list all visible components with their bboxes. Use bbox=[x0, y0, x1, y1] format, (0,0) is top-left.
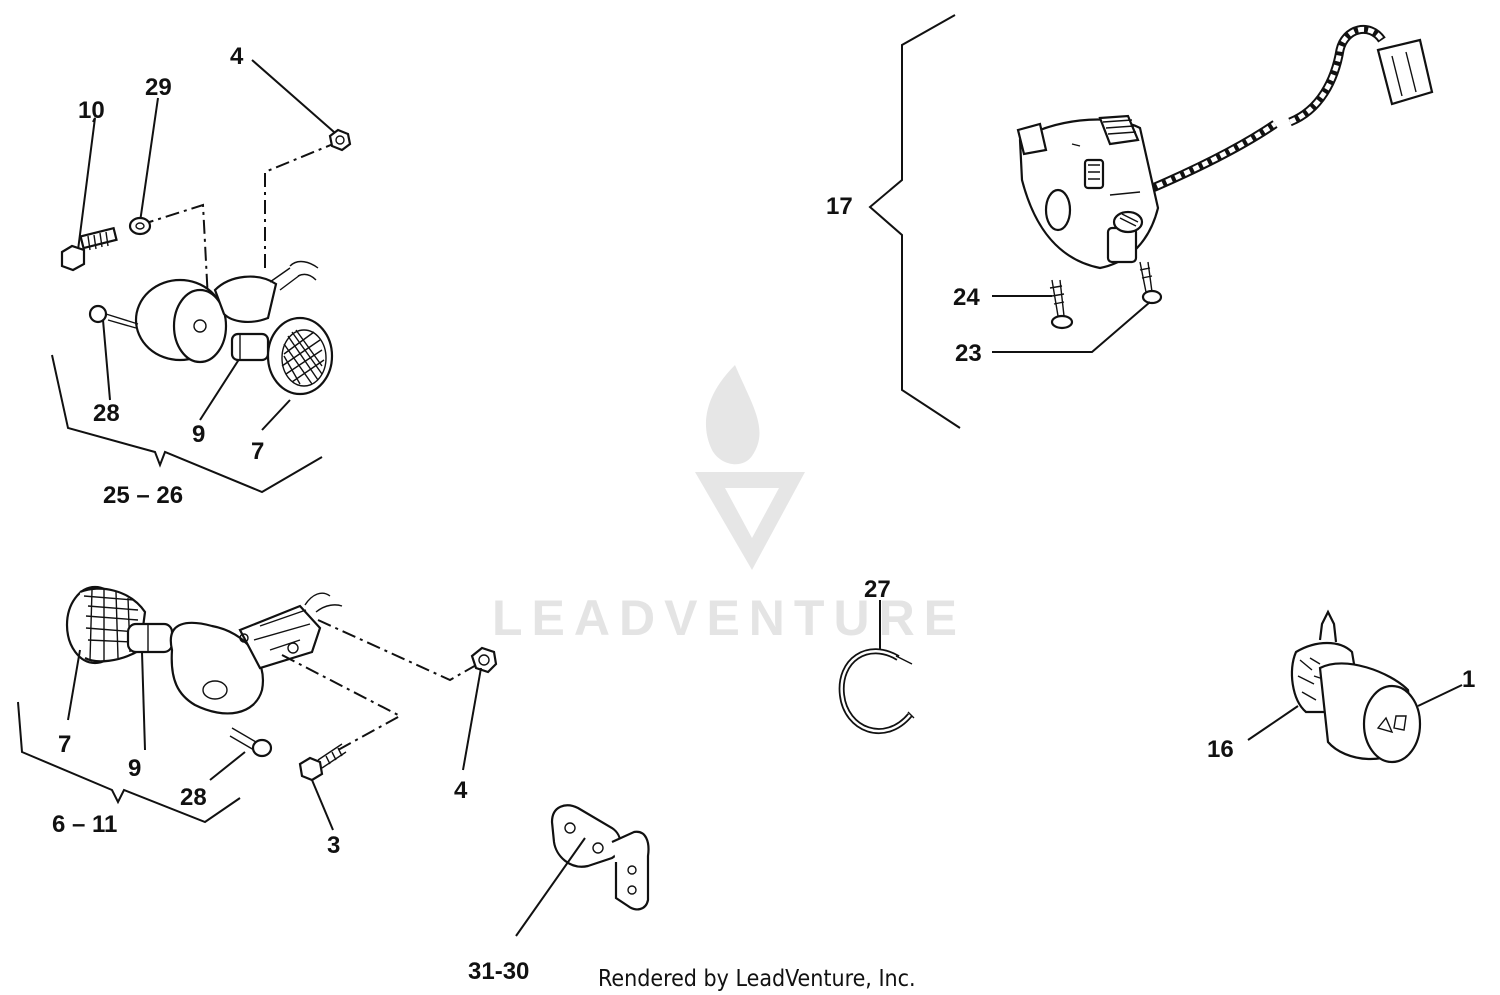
leader-line-7b bbox=[67, 649, 81, 721]
label-29: 29 bbox=[145, 74, 172, 101]
leader-line-31-30 bbox=[515, 837, 586, 937]
label-4-top: 4 bbox=[230, 43, 244, 70]
bolt-part-10 bbox=[60, 226, 118, 272]
label-7-top: 7 bbox=[251, 438, 264, 465]
watermark: LEADVENTURE bbox=[492, 365, 966, 646]
label-16: 16 bbox=[1207, 736, 1234, 763]
top-left-lamp-assembly bbox=[51, 59, 352, 494]
lamp-housing-top bbox=[134, 260, 319, 364]
label-28-top: 28 bbox=[93, 400, 120, 427]
label-6-11: 6 – 11 bbox=[52, 811, 117, 838]
leader-line-4a bbox=[251, 59, 335, 133]
label-28-bottom: 28 bbox=[180, 784, 207, 811]
alignment-line-a bbox=[139, 203, 209, 301]
label-4-bottom: 4 bbox=[454, 777, 468, 804]
lamp-housing-bottom bbox=[169, 592, 343, 715]
leader-line-7a bbox=[261, 399, 291, 431]
top-right-switch-assembly bbox=[868, 14, 1434, 429]
leader-line-4b bbox=[462, 667, 482, 771]
leader-line-1 bbox=[1417, 684, 1463, 707]
leader-line-28b bbox=[209, 751, 246, 781]
leader-line-9a bbox=[199, 349, 246, 421]
alignment-line-b bbox=[264, 141, 339, 268]
screw-part-24 bbox=[1049, 279, 1074, 330]
label-24: 24 bbox=[953, 284, 980, 311]
bolt-part-3 bbox=[298, 743, 347, 782]
mounting-bracket-part-31-30 bbox=[515, 804, 650, 937]
group-brace-17 bbox=[868, 14, 961, 429]
label-27: 27 bbox=[864, 576, 891, 603]
watermark-brand-text: LEADVENTURE bbox=[492, 590, 966, 646]
label-25-26: 25 – 26 bbox=[103, 482, 183, 509]
leader-line-16 bbox=[1247, 705, 1299, 741]
alignment-line-d bbox=[281, 654, 403, 751]
horn-unit-part-1-16 bbox=[1247, 609, 1463, 764]
label-1: 1 bbox=[1462, 666, 1475, 693]
lens-part-7a bbox=[266, 316, 334, 396]
label-10: 10 bbox=[78, 97, 105, 124]
clip-part-27 bbox=[838, 600, 915, 735]
leader-line-3 bbox=[311, 779, 334, 831]
label-9-top: 9 bbox=[192, 421, 205, 448]
washer-part-29 bbox=[128, 216, 152, 236]
leader-line-9b bbox=[141, 651, 146, 751]
screw-part-23 bbox=[1139, 261, 1163, 305]
label-31-30: 31-30 bbox=[468, 958, 529, 985]
nut-part-4b bbox=[470, 646, 498, 674]
group-bracket-25-26 bbox=[51, 354, 323, 494]
label-3: 3 bbox=[327, 832, 340, 859]
callout-labels: 10 29 4 28 9 7 25 – 26 17 24 23 7 9 28 6… bbox=[52, 43, 1475, 985]
group-bracket-6-11 bbox=[17, 701, 241, 824]
switch-connector bbox=[1376, 38, 1434, 106]
bulb-part-9b bbox=[126, 622, 174, 654]
label-7-bottom: 7 bbox=[58, 731, 71, 758]
switch-housing-part-17 bbox=[1016, 114, 1160, 270]
watermark-flame-icon bbox=[705, 365, 760, 465]
nut-part-4a bbox=[328, 128, 352, 152]
bottom-left-lamp-assembly bbox=[17, 585, 498, 831]
leader-line-23 bbox=[992, 301, 1151, 353]
screw-part-28b bbox=[229, 727, 273, 758]
leader-line-29 bbox=[139, 97, 159, 223]
alignment-line-c bbox=[317, 619, 479, 682]
leader-line-10 bbox=[77, 117, 96, 251]
label-23: 23 bbox=[955, 340, 982, 367]
leader-line-28a bbox=[102, 319, 111, 401]
bulb-part-9a bbox=[230, 332, 270, 362]
footer-credit: Rendered by LeadVenture, Inc. bbox=[598, 966, 916, 992]
label-9-bottom: 9 bbox=[128, 755, 141, 782]
screw-part-28a bbox=[88, 304, 139, 329]
label-17: 17 bbox=[826, 193, 853, 220]
watermark-v-icon bbox=[695, 472, 805, 570]
